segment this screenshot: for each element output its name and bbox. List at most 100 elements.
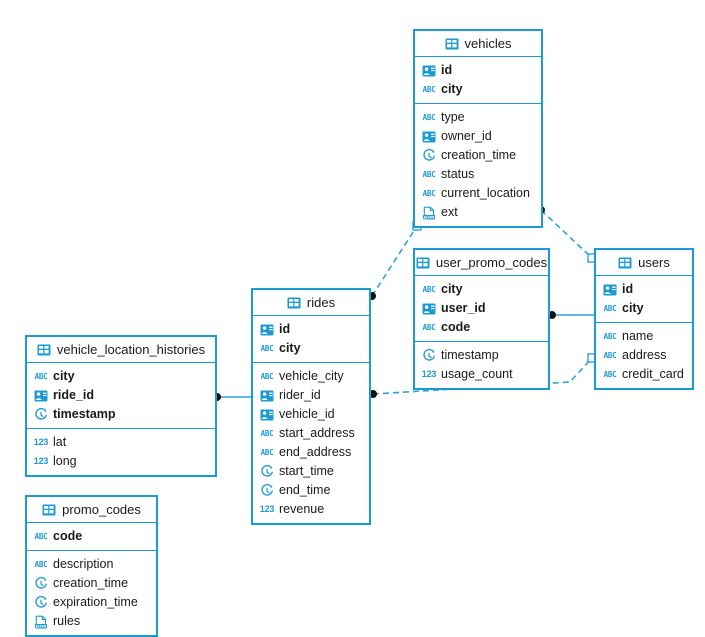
abc-icon: ABC bbox=[603, 303, 617, 313]
table-header[interactable]: users bbox=[596, 250, 692, 276]
column-name: city bbox=[441, 282, 463, 297]
column-name: rider_id bbox=[279, 388, 321, 403]
column-row[interactable]: creation_time bbox=[415, 146, 541, 165]
column-name: timestamp bbox=[53, 407, 116, 422]
column-name: credit_card bbox=[622, 367, 684, 382]
column-name: ext bbox=[441, 205, 458, 220]
column-row[interactable]: id bbox=[596, 280, 692, 299]
column-name: user_id bbox=[441, 301, 486, 316]
abc-icon: ABC bbox=[260, 371, 274, 381]
column-row[interactable]: vehicle_id bbox=[253, 405, 369, 424]
abc-icon: ABC bbox=[422, 112, 436, 122]
column-row[interactable]: expiration_time bbox=[27, 593, 156, 612]
table-header[interactable]: rides bbox=[253, 290, 369, 316]
column-row[interactable]: timestamp bbox=[27, 405, 215, 424]
column-name: status bbox=[441, 167, 475, 182]
abc-icon: ABC bbox=[603, 350, 617, 360]
json-file-icon: JSON bbox=[34, 615, 48, 629]
column-row[interactable]: ABC current_location bbox=[415, 184, 541, 203]
clock-icon bbox=[260, 483, 274, 498]
column-name: creation_time bbox=[441, 148, 517, 163]
column-row[interactable]: id bbox=[253, 320, 369, 339]
table-grid-icon bbox=[445, 37, 459, 51]
json-file-icon: JSON bbox=[422, 206, 436, 220]
column-name: revenue bbox=[279, 502, 325, 517]
svg-text:JSON: JSON bbox=[35, 623, 47, 628]
id-card-icon bbox=[422, 302, 436, 316]
table-header[interactable]: vehicle_location_histories bbox=[27, 337, 215, 363]
id-card-icon bbox=[260, 408, 274, 422]
column-name: timestamp bbox=[441, 348, 499, 363]
clock-icon bbox=[34, 576, 48, 591]
column-name: expiration_time bbox=[53, 595, 138, 610]
column-row[interactable]: owner_id bbox=[415, 127, 541, 146]
column-row[interactable]: timestamp bbox=[415, 346, 548, 365]
column-row[interactable]: ride_id bbox=[27, 386, 215, 405]
abc-icon: ABC bbox=[422, 188, 436, 198]
table-header[interactable]: user_promo_codes bbox=[415, 250, 548, 276]
table-header[interactable]: vehicles bbox=[415, 31, 541, 57]
table-header[interactable]: promo_codes bbox=[27, 497, 156, 523]
relationship-rel-vlh-rides[interactable] bbox=[213, 393, 251, 401]
column-row[interactable]: rider_id bbox=[253, 386, 369, 405]
column-row[interactable]: start_time bbox=[253, 462, 369, 481]
abc-icon: ABC bbox=[603, 331, 617, 341]
column-name: start_time bbox=[279, 464, 334, 479]
abc-icon: ABC bbox=[34, 531, 48, 541]
abc-icon: ABC bbox=[34, 559, 48, 569]
id-card-icon bbox=[260, 323, 274, 337]
123-icon: 123 bbox=[33, 456, 49, 466]
column-name: current_location bbox=[441, 186, 530, 201]
column-row[interactable]: id bbox=[415, 61, 541, 80]
column-name: long bbox=[53, 454, 77, 469]
relationship-rel-upc-users[interactable] bbox=[548, 311, 594, 319]
column-name: city bbox=[53, 369, 75, 384]
column-name: name bbox=[622, 329, 654, 344]
abc-icon: ABC bbox=[603, 369, 617, 379]
123-icon: 123 bbox=[259, 504, 275, 514]
column-row[interactable]: JSON rules bbox=[27, 612, 156, 631]
column-row[interactable]: user_id bbox=[415, 299, 548, 318]
id-card-icon bbox=[422, 130, 436, 144]
id-card-icon bbox=[603, 283, 617, 297]
column-row[interactable]: ABC name bbox=[596, 327, 692, 346]
column-row[interactable]: ABC credit_card bbox=[596, 365, 692, 384]
column-row[interactable]: end_time bbox=[253, 481, 369, 500]
column-row[interactable]: JSON ext bbox=[415, 203, 541, 222]
column-row[interactable]: 123 long bbox=[27, 452, 215, 471]
column-row[interactable]: 123 revenue bbox=[253, 500, 369, 519]
column-name: code bbox=[441, 320, 471, 335]
column-name: end_time bbox=[279, 483, 331, 498]
clock-icon bbox=[34, 595, 48, 610]
column-row[interactable]: creation_time bbox=[27, 574, 156, 593]
column-name: rules bbox=[53, 614, 81, 629]
